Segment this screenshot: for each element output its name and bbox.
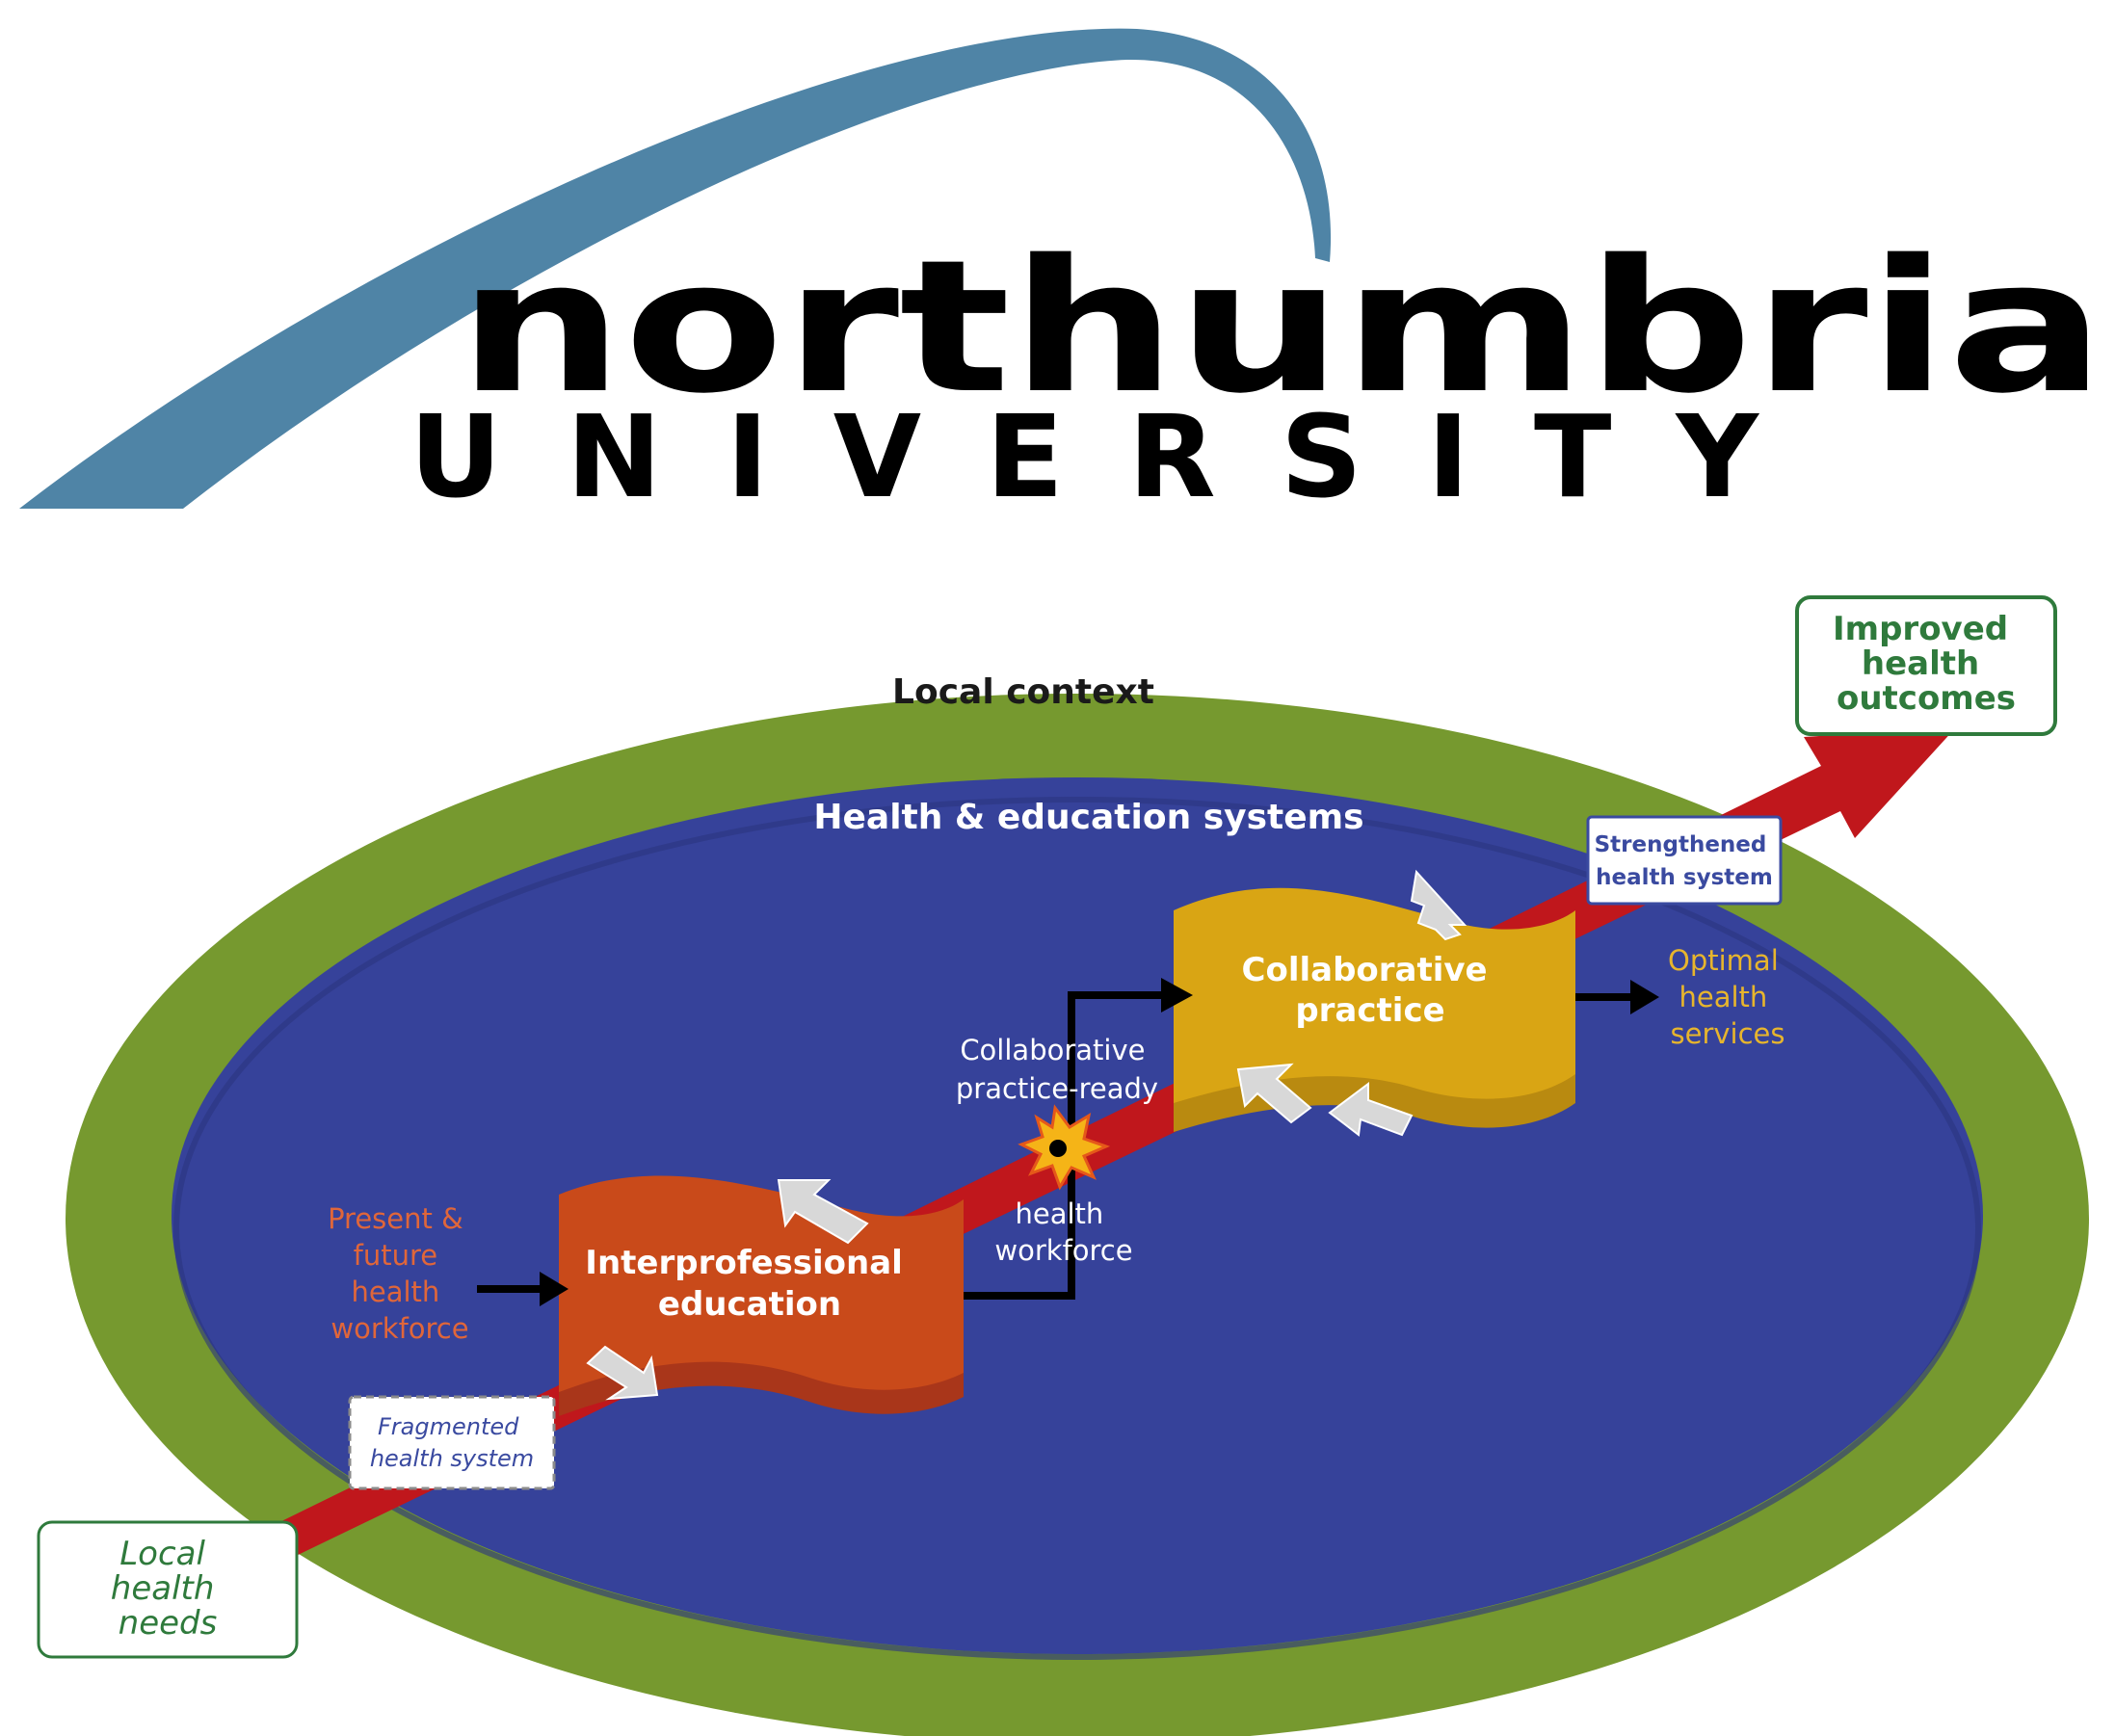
strengthened-label: Strengthened health system	[1595, 832, 1775, 890]
strengthened-box	[1586, 815, 1783, 906]
ready-workforce-label-top: Collaborative practice-ready	[956, 1034, 1158, 1105]
logo-arc	[19, 28, 1332, 509]
local-needs-label: Local health needs	[111, 1535, 225, 1643]
field-shadow	[173, 797, 1981, 1660]
ipe-label: Interprofessional education	[585, 1244, 913, 1324]
outer-context-label: Local context	[892, 672, 1154, 712]
cp-label: Collaborative practice	[1242, 951, 1499, 1030]
transition-burst-icon	[1018, 1104, 1111, 1191]
improved-outcomes-box	[1795, 595, 2057, 736]
fragmented-label: Fragmented health system	[370, 1413, 534, 1472]
ipe-banner	[559, 1175, 964, 1392]
local-needs-box	[37, 1520, 299, 1659]
influence-arrows	[586, 869, 1467, 1401]
cp-banner	[1174, 887, 1575, 1103]
output-services-label: Optimal health services	[1668, 944, 1787, 1050]
university-logo: northumbria UNIVERSITY	[19, 28, 2105, 523]
improved-outcomes-label: Improved health outcomes	[1833, 610, 2020, 718]
fragmented-box	[348, 1395, 556, 1490]
logo-wordmark: northumbria	[458, 221, 2105, 434]
ready-workforce-label-bottom: health workforce	[994, 1197, 1132, 1267]
input-workforce-label: Present & future health workforce	[328, 1202, 472, 1345]
ipe-diagram: Local context Health & education systems	[37, 595, 2089, 1736]
inner-systems-label: Health & education systems	[813, 798, 1363, 837]
flow-arrowheads	[540, 978, 1659, 1306]
